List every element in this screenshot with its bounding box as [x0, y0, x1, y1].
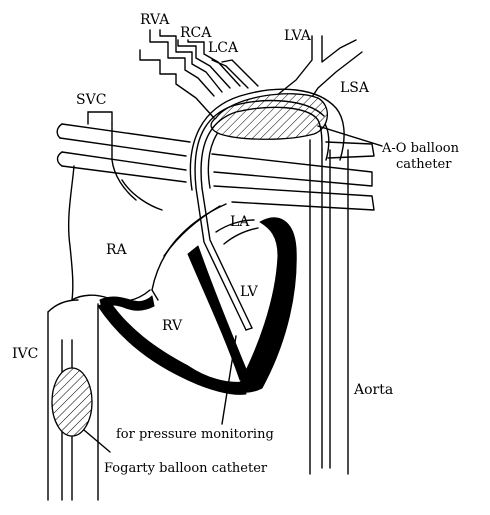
right-atrium: [69, 166, 162, 310]
fogarty-balloon: [52, 368, 92, 436]
label-lv: LV: [240, 284, 259, 300]
label-lca: LCA: [208, 40, 239, 56]
label-rv: RV: [162, 318, 183, 334]
label-fogarty: Fogarty balloon catheter: [104, 461, 268, 476]
label-pressure-monitoring: for pressure monitoring: [116, 427, 274, 442]
label-rva: RVA: [140, 12, 170, 28]
label-svc: SVC: [76, 92, 106, 108]
label-ao-balloon-line1: A-O balloon: [381, 141, 460, 156]
aortic-arch: [190, 89, 344, 190]
label-ao-balloon-line2: catheter: [396, 157, 452, 172]
label-la: LA: [230, 214, 250, 230]
svc: [88, 112, 136, 200]
label-aorta: Aorta: [353, 382, 393, 398]
label-ivc: IVC: [12, 346, 38, 362]
label-lva: LVA: [284, 28, 312, 44]
descending-aorta: [310, 140, 348, 474]
label-rca: RCA: [180, 25, 212, 41]
label-lsa: LSA: [340, 80, 370, 96]
label-ra: RA: [106, 242, 128, 258]
ivc: [48, 300, 98, 500]
